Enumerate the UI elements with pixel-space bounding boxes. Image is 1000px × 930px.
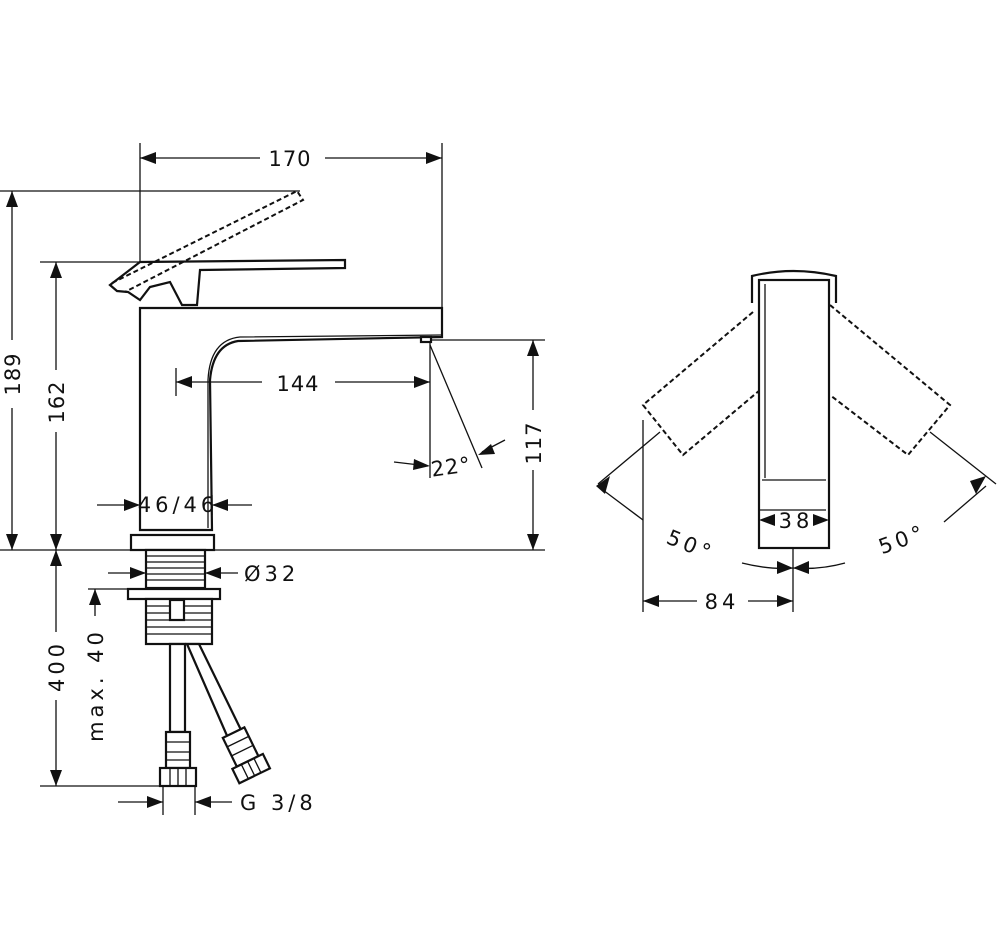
arrowhead bbox=[176, 376, 192, 388]
dim-spout-top-height-label: 162 bbox=[45, 380, 69, 423]
arrowhead bbox=[50, 534, 62, 550]
front-body bbox=[757, 278, 831, 550]
aerator bbox=[419, 335, 433, 344]
arrowhead bbox=[527, 340, 539, 356]
left-angle-leader bbox=[597, 431, 661, 485]
arrowhead bbox=[793, 561, 809, 574]
hose-right bbox=[185, 642, 244, 740]
dim-total-length-label: 170 bbox=[268, 147, 311, 171]
faucet-handle bbox=[108, 258, 347, 307]
hose-left bbox=[168, 642, 187, 734]
arrowhead bbox=[777, 561, 793, 574]
fixing-screw bbox=[168, 598, 186, 622]
dim-right-swing-angle-label: 50° bbox=[875, 520, 929, 559]
arrowhead bbox=[147, 796, 163, 808]
arrowhead bbox=[205, 567, 221, 579]
arrowhead bbox=[6, 534, 18, 550]
arrowhead bbox=[777, 595, 793, 607]
lock-nut bbox=[126, 587, 222, 601]
dim-spout-reach-label: 144 bbox=[276, 372, 319, 396]
arrowhead bbox=[759, 514, 775, 526]
arrowhead bbox=[195, 796, 211, 808]
dim-base-offset-label: 84 bbox=[705, 590, 740, 614]
arrowhead bbox=[50, 550, 62, 566]
shank-threads bbox=[146, 555, 205, 581]
arrowhead bbox=[813, 514, 829, 526]
dim-connection-thread-label: G 3/8 bbox=[240, 791, 317, 815]
dim-hose-length-label: 400 bbox=[45, 640, 69, 692]
arrowhead bbox=[596, 476, 610, 494]
dim-left-swing-angle-label: 50° bbox=[663, 525, 718, 566]
arrowhead bbox=[413, 459, 430, 470]
arrowhead bbox=[643, 595, 659, 607]
dim-outlet-height-label: 117 bbox=[522, 421, 546, 464]
arrowhead bbox=[6, 191, 18, 207]
arrowhead bbox=[478, 444, 495, 455]
faucet-body-inner-edge bbox=[207, 334, 443, 528]
hose-fitting-left-lines bbox=[166, 741, 190, 786]
dim-max-counter-label: max. 40 bbox=[84, 628, 108, 742]
arrowhead bbox=[414, 376, 430, 388]
arrowhead bbox=[89, 589, 101, 605]
hose-fitting-left bbox=[164, 730, 192, 770]
arrowhead bbox=[212, 499, 228, 511]
hose-fitting-right bbox=[221, 725, 272, 785]
front-view: 38 50° 50° 84 bbox=[596, 269, 997, 614]
handle-left-swing-position bbox=[641, 311, 761, 457]
arrowhead bbox=[50, 770, 62, 786]
arrowhead bbox=[140, 152, 156, 164]
arrowhead bbox=[426, 152, 442, 164]
arrowhead bbox=[970, 476, 986, 494]
outlet-angle-line bbox=[429, 344, 483, 469]
handle-right-swing-position bbox=[829, 304, 952, 457]
right-angle-leader-2 bbox=[943, 485, 987, 523]
dim-shank-diameter-label: Ø32 bbox=[244, 562, 299, 586]
dim-base-width-label: 46/46 bbox=[138, 493, 219, 517]
arrowhead bbox=[130, 567, 146, 579]
handle-raised-position bbox=[111, 189, 305, 293]
arrowhead bbox=[527, 534, 539, 550]
base-flange bbox=[129, 533, 216, 552]
arrowhead bbox=[124, 499, 140, 511]
dim-outlet-angle-label: 22° bbox=[429, 452, 472, 481]
side-view: 170 189 162 144 117 22° bbox=[0, 143, 546, 815]
dim-handle-width-label: 38 bbox=[779, 509, 814, 533]
faucet-body bbox=[138, 306, 444, 532]
arrowhead bbox=[50, 262, 62, 278]
dim-total-height-label: 189 bbox=[1, 352, 25, 395]
left-angle-leader-2 bbox=[602, 489, 644, 521]
right-angle-leader bbox=[929, 431, 997, 485]
